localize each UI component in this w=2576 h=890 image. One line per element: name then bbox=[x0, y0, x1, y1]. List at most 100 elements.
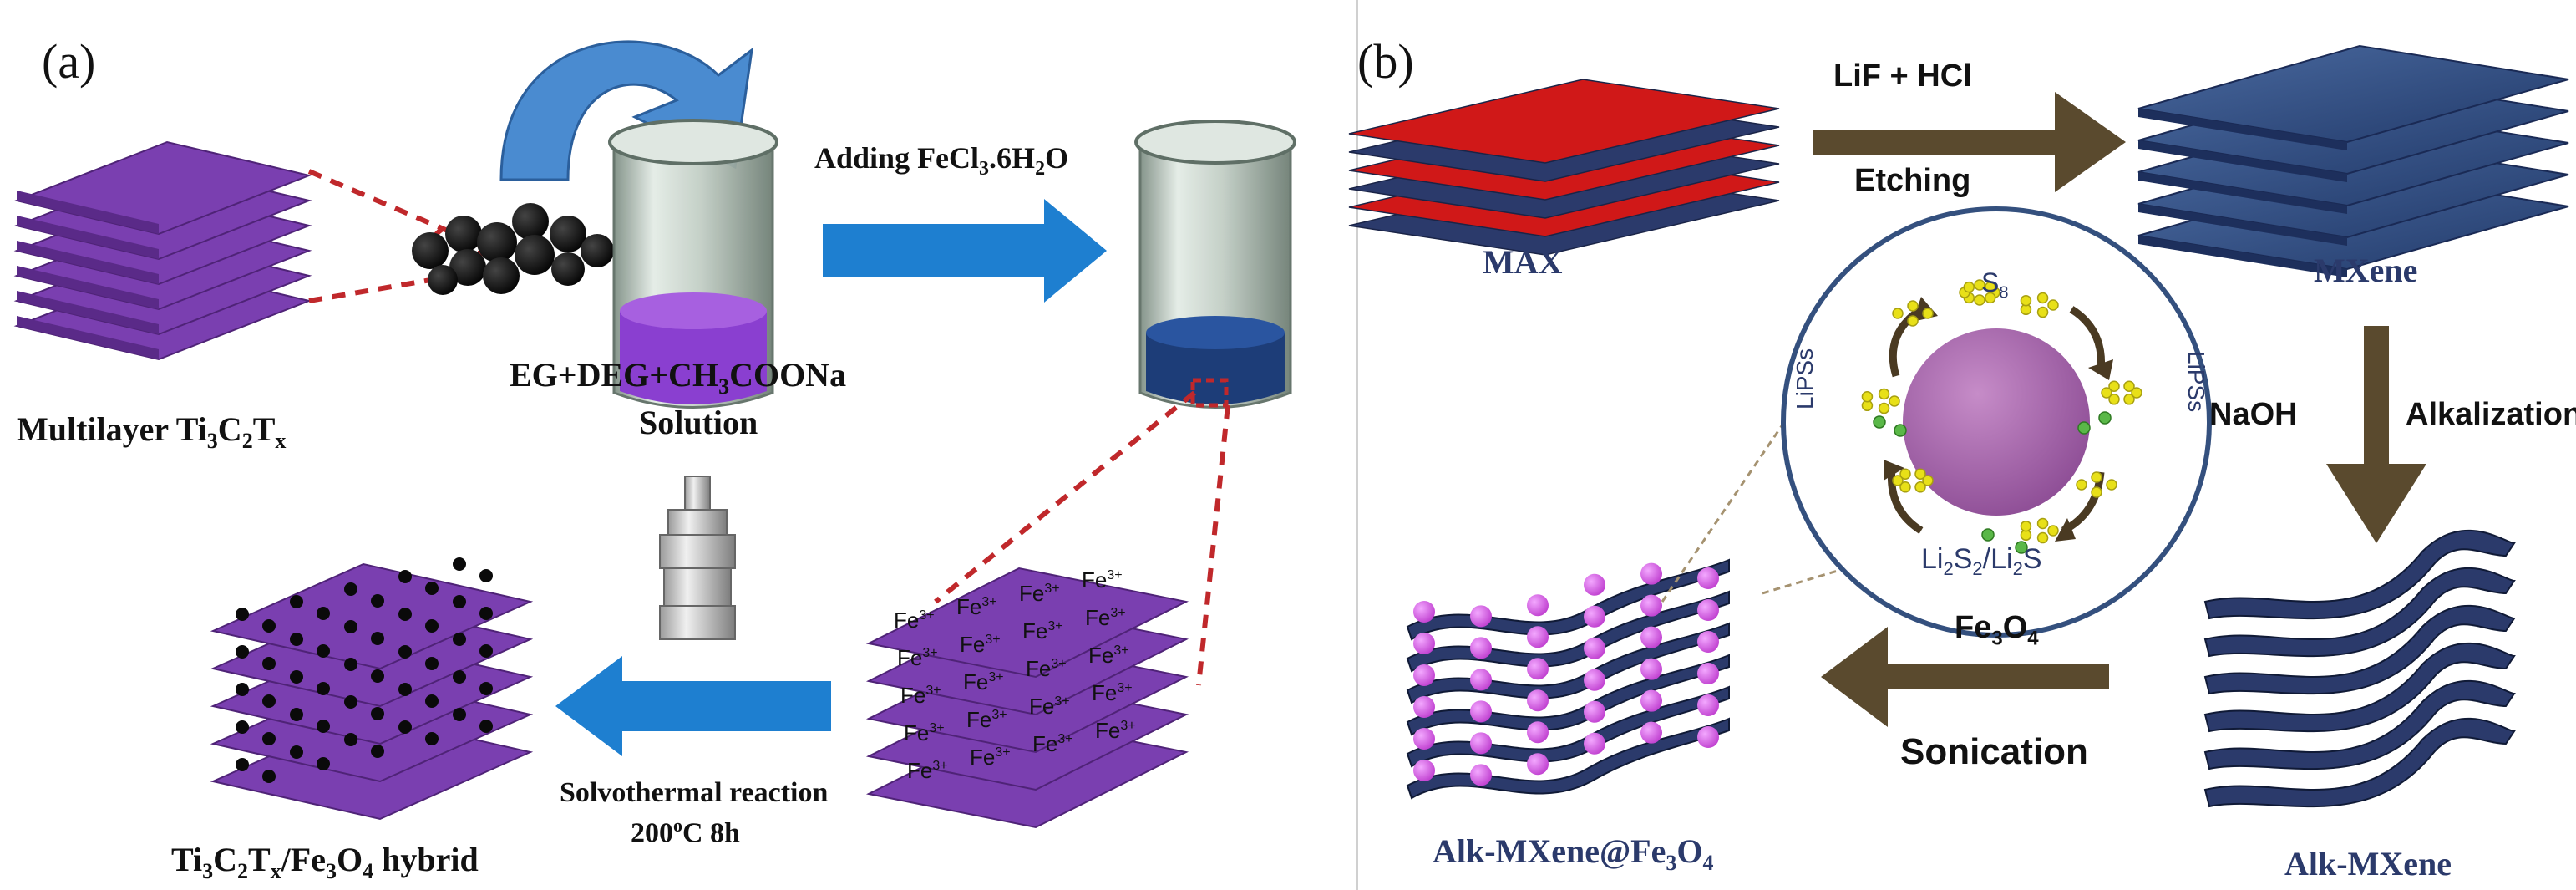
particle-cluster bbox=[412, 203, 614, 295]
fe-ion-text: Fe3+ bbox=[894, 608, 935, 633]
alk-mxene-fe3o4-layers bbox=[1406, 558, 1730, 800]
hybrid-label: Ti3C2Tx/Fe3O4 hybrid bbox=[171, 841, 479, 883]
sulfur-atom bbox=[1878, 388, 1890, 400]
fe3o4-nanoparticle bbox=[1584, 669, 1605, 691]
alk-mxene-fe3o4-layer bbox=[1406, 558, 1730, 641]
fe3o4-particle bbox=[371, 707, 384, 720]
fe3o4-nanoparticle bbox=[1640, 562, 1662, 585]
fe3o4-particle bbox=[371, 632, 384, 645]
alk-mxene-layer bbox=[2203, 567, 2516, 658]
fe3o4-nanoparticle bbox=[1527, 689, 1549, 712]
fe3o4-nanoparticle bbox=[1640, 594, 1662, 617]
fe3o4-particle bbox=[453, 670, 466, 684]
lipss-circle-inset bbox=[1781, 206, 2212, 638]
multilayer-ti3c2tx-stack bbox=[13, 140, 312, 361]
fe-ion-labels: Fe3+Fe3+Fe3+Fe3+Fe3+Fe3+Fe3+Fe3+Fe3+Fe3+… bbox=[894, 567, 1136, 783]
fe3o4-nanoparticle bbox=[1413, 696, 1435, 718]
fe3o4-particle bbox=[425, 732, 439, 745]
arrow-sonication bbox=[1821, 627, 2109, 727]
max-stack bbox=[1348, 79, 1780, 256]
sulfur-atom bbox=[2047, 299, 2059, 311]
alk-mxene-layer bbox=[2203, 642, 2516, 733]
sulfur-atom bbox=[1907, 315, 1919, 327]
max-layer bbox=[1348, 79, 1780, 164]
fe3o4-label: Fe3O4 bbox=[1955, 610, 2039, 650]
hybrid-particles bbox=[236, 557, 493, 783]
fe3o4-nanoparticle bbox=[1470, 732, 1492, 755]
fe3o4-particle bbox=[236, 720, 249, 734]
autoclave bbox=[659, 476, 736, 640]
sonication-label: Sonication bbox=[1900, 731, 2088, 772]
fe3o4-nanoparticle bbox=[1584, 605, 1605, 628]
fe3o4-nanoparticle bbox=[1584, 573, 1605, 596]
alk-mxene-layers bbox=[2203, 529, 2516, 808]
sulfur-atom bbox=[2047, 525, 2059, 537]
sulfur-atom bbox=[1914, 481, 1926, 493]
sulfur-atom bbox=[2131, 387, 2142, 399]
sulfur-atom bbox=[1899, 481, 1911, 493]
multilayer-label: Multilayer Ti3C2Tx bbox=[17, 410, 287, 453]
fe3o4-particle bbox=[398, 683, 412, 696]
sulfur-atom bbox=[1892, 308, 1904, 319]
fe3o4-particle bbox=[479, 682, 493, 695]
mxene-layer-edge bbox=[2138, 204, 2347, 246]
fe3o4-nanoparticle bbox=[1413, 728, 1435, 750]
fe3o4-particle bbox=[317, 682, 330, 695]
fe3o4-particle bbox=[290, 708, 303, 721]
sulfur-atom bbox=[1922, 308, 1934, 319]
sulfur-atom bbox=[2101, 387, 2112, 399]
lithium-atom bbox=[2077, 421, 2091, 435]
fe3o4-particle bbox=[371, 669, 384, 683]
mxene-layer-edge bbox=[2138, 109, 2347, 150]
lithium-atom bbox=[1981, 528, 1995, 542]
fe3o4-particle bbox=[236, 758, 249, 771]
fe-ion-stack: Fe3+Fe3+Fe3+Fe3+Fe3+Fe3+Fe3+Fe3+Fe3+Fe3+… bbox=[865, 567, 1189, 829]
fe3o4-particle bbox=[317, 720, 330, 733]
etching-label: Etching bbox=[1854, 163, 1971, 198]
mxene-layer-edge bbox=[2138, 140, 2347, 182]
fe3o4-nanoparticle bbox=[1584, 637, 1605, 659]
fe3o4-particle bbox=[453, 708, 466, 721]
panel-b-label: (b) bbox=[1357, 34, 1414, 89]
fe3o4-particle bbox=[290, 595, 303, 608]
fe3o4-nanoparticle bbox=[1470, 764, 1492, 786]
fe-ion-text: Fe3+ bbox=[904, 720, 945, 745]
hybrid-stack bbox=[210, 557, 534, 821]
curved-arrow bbox=[499, 40, 753, 181]
fe3o4-particle bbox=[453, 633, 466, 646]
lipss-left-label: LiPSs bbox=[1792, 348, 1818, 409]
fe3o4-particle bbox=[479, 720, 493, 733]
fe3o4-particle bbox=[344, 695, 357, 709]
lif-hcl-label: LiF + HCl bbox=[1833, 58, 1972, 94]
lithium-atom bbox=[2098, 411, 2112, 425]
fe3o4-nanoparticle bbox=[1640, 721, 1662, 744]
mxene-layer-edge bbox=[2138, 172, 2347, 214]
fe3o4-nanoparticle bbox=[1527, 753, 1549, 776]
sulfur-atom bbox=[2036, 531, 2049, 544]
fe3o4-particle bbox=[290, 633, 303, 646]
alk-mxene-label: Alk-MXene bbox=[2284, 845, 2452, 882]
fe3o4-particle bbox=[425, 694, 439, 708]
alk-mxene-layer bbox=[2203, 604, 2516, 695]
fe3o4-nanoparticle bbox=[1527, 626, 1549, 648]
arrow-etching bbox=[1813, 92, 2126, 192]
solution-label-line2: Solution bbox=[639, 404, 758, 441]
fe3o4-nanoparticle bbox=[1413, 664, 1435, 686]
fe3o4-nanoparticle bbox=[1697, 694, 1719, 716]
fe-ion-text: Fe3+ bbox=[897, 645, 938, 670]
fe3o4-nanoparticle bbox=[1640, 626, 1662, 648]
li2s2-li2s-label: Li2S2/Li2S bbox=[1921, 543, 2042, 579]
fe3o4-particle bbox=[344, 582, 357, 596]
solvothermal-label-line1: Solvothermal reaction bbox=[560, 777, 829, 808]
sulfur-atom bbox=[2020, 294, 2032, 307]
fe3o4-particle bbox=[479, 607, 493, 620]
fe3o4-nanoparticle bbox=[1697, 663, 1719, 684]
fe3o4-particle bbox=[344, 733, 357, 746]
fe3o4-nanoparticle bbox=[1527, 658, 1549, 680]
fe3o4-nanoparticle bbox=[1527, 594, 1549, 617]
fe3o4-nanoparticle bbox=[1697, 631, 1719, 653]
fe3o4-particle bbox=[398, 570, 412, 583]
arrow-adding bbox=[823, 199, 1107, 303]
